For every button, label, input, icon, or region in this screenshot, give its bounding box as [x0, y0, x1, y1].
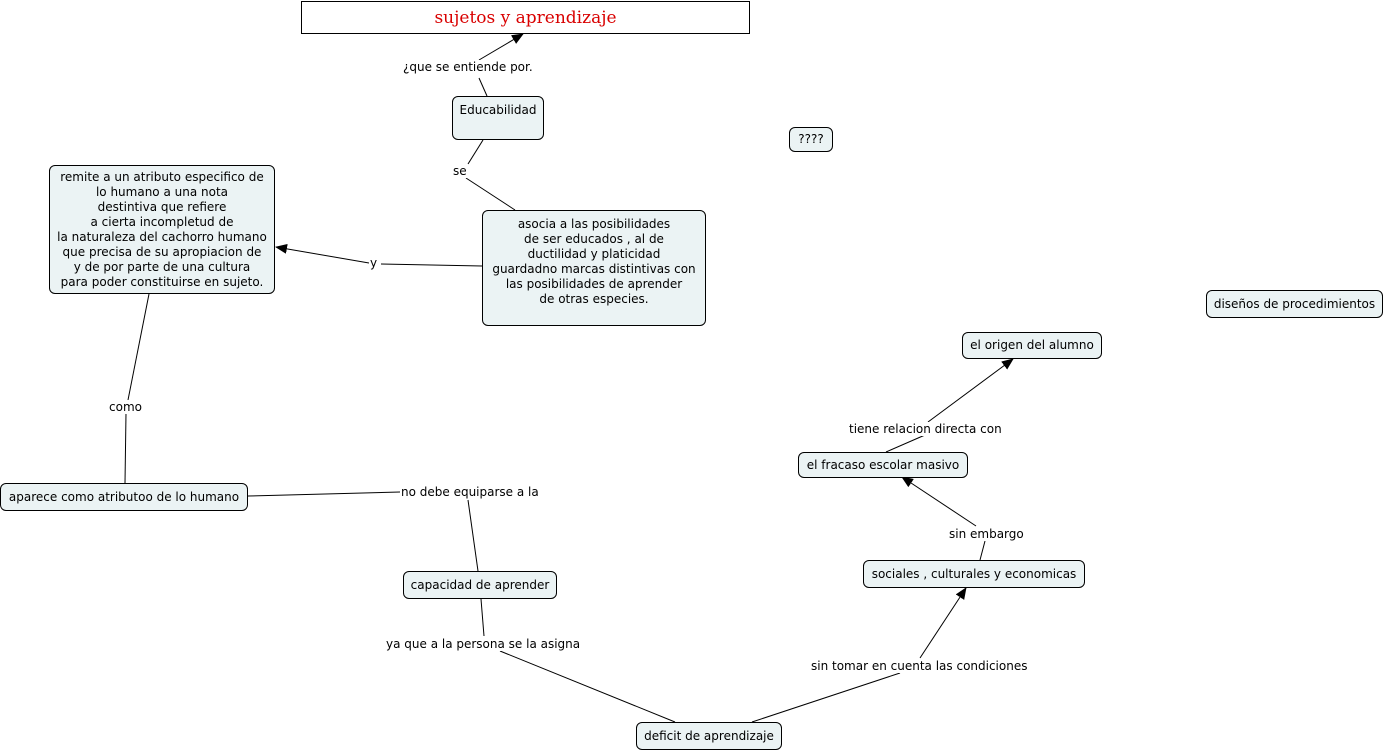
link-fracaso-tiene [885, 434, 926, 453]
node-remite[interactable]: remite a un atributo especifico de lo hu… [49, 165, 275, 294]
link-y-remite [275, 243, 370, 264]
link-label-no-debe: no debe equiparse a la [400, 485, 540, 499]
link-label-y: y [369, 256, 379, 270]
link-label-sin-tomar: sin tomar en cuenta las condiciones [810, 659, 1029, 673]
link-deficit-sintomar [751, 672, 901, 723]
node-disenos[interactable]: diseños de procedimientos [1206, 290, 1383, 318]
link-educabilidad-se [467, 139, 484, 165]
link-label-title [478, 33, 524, 61]
link-capacidad-yaque [480, 598, 485, 637]
map-title: sujetos y aprendizaje [434, 7, 617, 28]
node-sociales[interactable]: sociales , culturales y economicas [863, 560, 1085, 588]
node-deficit[interactable]: deficit de aprendizaje [636, 722, 782, 750]
link-educabilidad-label [478, 77, 488, 97]
link-sinembargo-fracaso [901, 476, 977, 527]
link-sintomar-sociales [919, 587, 967, 659]
link-se-asocia [465, 177, 516, 211]
node-asocia[interactable]: asocia a las posibilidades de ser educad… [482, 210, 706, 326]
node-capacidad[interactable]: capacidad de aprender [403, 571, 557, 599]
link-asocia-y [380, 263, 483, 267]
link-como-aparece [124, 412, 127, 484]
link-label-como: como [108, 400, 143, 414]
link-label-ya-que: ya que a la persona se la asigna [385, 637, 582, 651]
link-yaque-deficit [499, 650, 676, 723]
link-aparece-nodebe [247, 491, 401, 497]
node-unknown[interactable]: ???? [789, 127, 833, 152]
link-tiene-origen [927, 358, 1014, 423]
link-label-sin-embargo: sin embargo [948, 527, 1025, 541]
link-label-tiene-relacion: tiene relacion directa con [848, 422, 1003, 436]
node-aparece[interactable]: aparece como atributoo de lo humano [0, 483, 248, 511]
node-origen[interactable]: el origen del alumno [962, 332, 1102, 359]
link-sociales-sinembargo [979, 540, 986, 561]
node-fracaso[interactable]: el fracaso escolar masivo [798, 452, 968, 478]
link-label-que-se-entiende: ¿que se entiende por. [402, 60, 534, 74]
map-title-box[interactable]: sujetos y aprendizaje [301, 1, 750, 34]
link-nodebe-capacidad [467, 499, 479, 572]
node-educabilidad[interactable]: Educabilidad [452, 96, 544, 140]
link-remite-como [127, 293, 150, 401]
link-label-se: se [452, 164, 468, 178]
